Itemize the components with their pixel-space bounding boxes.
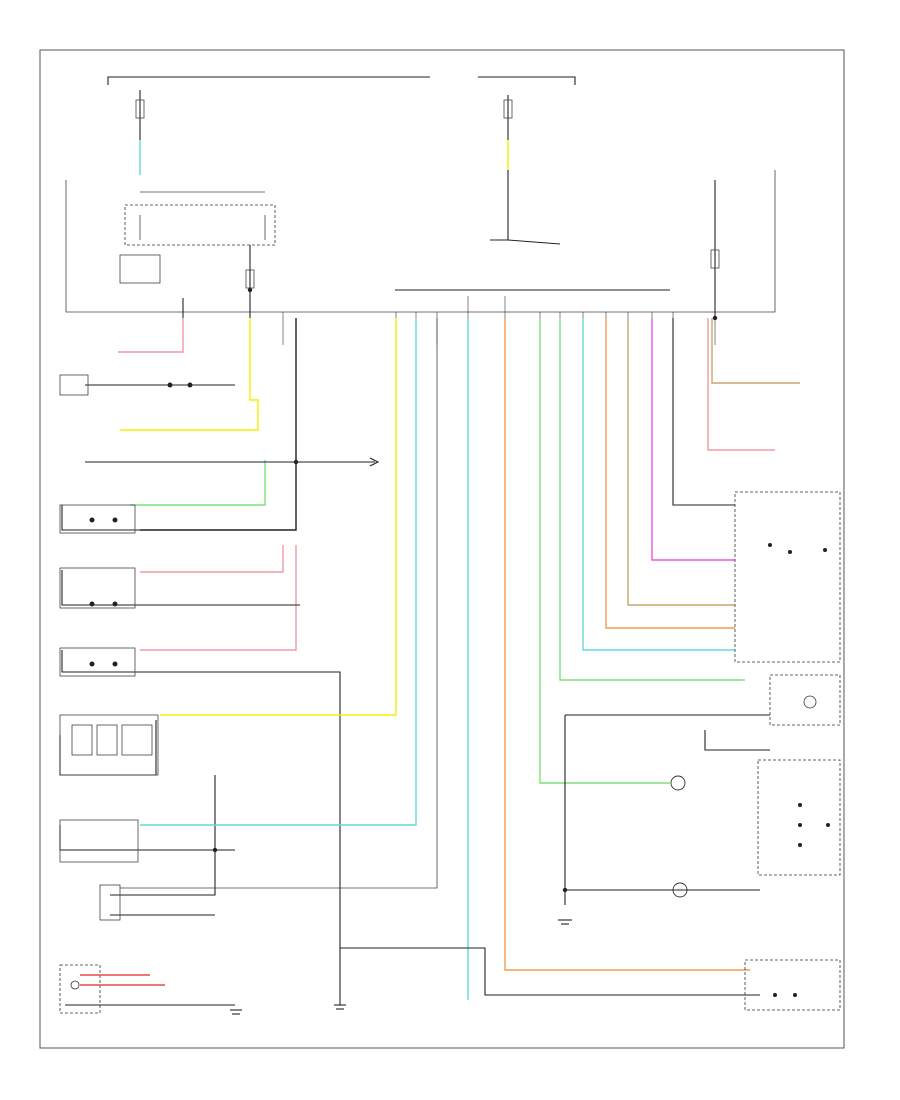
vehicle-speed-sensor [565,775,760,898]
splice-icon [212,287,718,893]
top-power-feeds [107,76,716,318]
ground-icon [230,1009,242,1015]
gauge-control-module [65,170,776,318]
wire-grey-clutch [120,318,438,889]
wire-light-green-passenger [130,460,266,506]
wire-orange-right [605,318,735,629]
module-connector-pins [182,296,716,345]
wire-yellow-heater [160,318,397,716]
wire-light-green-right [539,318,670,784]
fuse-icon [135,99,720,289]
wire-pink-rear-door [140,545,297,651]
ground-icon [334,1004,346,1010]
wire-yellow-main [120,318,259,431]
clutch-interlock-switch [99,884,121,921]
gauge-cluster-connector [744,959,841,1011]
wire-pink-upper [707,318,775,451]
wire-tan-upper [711,318,800,384]
passenger-door-switch [59,504,136,534]
wire-light-green-headlight [559,318,745,681]
black-ground-wires-left [59,384,375,1006]
trunk-latch-switch [59,819,139,863]
wire-black-ground-bus [140,318,297,531]
wire-black-right [672,318,735,506]
rear-left-door-switch [59,647,136,677]
wire-lt-blue-defogger [140,318,417,826]
wire-violet-right [651,318,735,561]
headlight-switch [564,714,841,905]
wire-pink-passenger-rear [140,545,284,573]
rear-door-switch [59,567,136,609]
driver-door-switch [59,374,193,396]
transmission-range-switch [59,964,101,1014]
wire-orange-speed [504,318,750,971]
wire-tan-right [627,318,735,606]
ground-icon [558,919,572,925]
diagram-border [39,49,845,1049]
heater-control-unit [59,714,159,776]
parking-brake-switch [734,491,841,663]
wire-lt-blue-right [582,318,735,651]
wire-black-bottom [340,947,760,996]
ground-icon [369,457,380,467]
combination-switch [769,674,841,726]
wire-pink-door [118,318,184,353]
